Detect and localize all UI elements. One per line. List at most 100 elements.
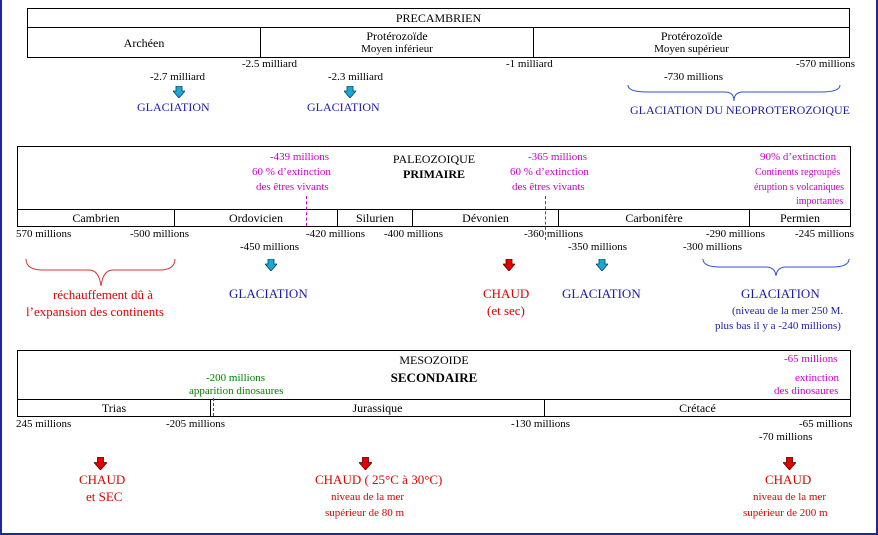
dino-appear-date: -200 millions [206, 372, 265, 384]
date-label: -400 millions [384, 228, 443, 240]
cell-proterozoide-inf-label: Protérozoïde [366, 29, 428, 43]
period-cambrien: Cambrien [18, 210, 175, 226]
glaciation-label: GLACIATION [741, 286, 820, 301]
period-silurien: Silurien [338, 210, 413, 226]
cell-proterozoide-inf-sub: Moyen inférieur [361, 43, 433, 55]
period-permien: Permien [750, 210, 850, 226]
glaciation-label: GLACIATION [229, 286, 308, 301]
period-label: Dévonien [462, 211, 509, 225]
extinction-date: -365 millions [528, 151, 587, 163]
period-label: Cambrien [72, 211, 120, 225]
down-arrow-icon [265, 259, 277, 271]
date-label: -570 millions [796, 58, 855, 70]
date-label: -1 milliard [506, 58, 553, 70]
down-arrow-icon [173, 86, 185, 98]
cell-proterozoide-sup-label: Protérozoïde [660, 29, 723, 43]
period-trias: Trias [18, 400, 211, 416]
extinction-text: des êtres vivants [512, 181, 585, 193]
date-label: -360 millions [524, 228, 583, 240]
sea-level-text: supérieur de 200 m [743, 507, 828, 519]
date-label: -290 millions [706, 228, 765, 240]
down-arrow-icon [94, 457, 107, 470]
date-label: -420 millions [306, 228, 365, 240]
cell-archeen-label: Archéen [123, 36, 165, 50]
sea-level-text: (niveau de la mer 250 M. [732, 305, 844, 317]
mesozoide-header-box: MESOZOIDE SECONDAIRE [17, 350, 851, 400]
chaud-sub: (et sec) [487, 303, 525, 318]
date-label: -2.5 milliard [242, 58, 297, 70]
period-label: Crétacé [679, 401, 716, 415]
sea-level-text: niveau de la mer [753, 491, 826, 503]
period-cretace: Crétacé [545, 400, 850, 416]
date-label: -350 millions [568, 241, 627, 253]
date-label: 245 millions [16, 418, 72, 430]
period-label: Jurassique [352, 401, 403, 415]
glaciation-label: GLACIATION [307, 100, 380, 114]
mesozoide-title: MESOZOIDE [399, 353, 469, 367]
extinction-text: importantes [796, 196, 844, 207]
down-arrow-icon [596, 259, 608, 271]
period-label: Trias [101, 401, 127, 415]
period-devonien: Dévonien [413, 210, 559, 226]
down-arrow-icon [783, 457, 796, 470]
marker-line [545, 196, 546, 240]
sea-level-text: supérieur de 80 m [325, 507, 405, 519]
extinction-text: éruption s volcaniques [754, 182, 844, 193]
extinction-text: des êtres vivants [256, 181, 329, 193]
precambrien-cells: Archéen Protérozoïde Moyen inférieur Pro… [27, 27, 850, 58]
warming-text: l’expansion des continents [26, 304, 164, 319]
chaud-label: CHAUD [765, 472, 812, 487]
period-label: Silurien [356, 211, 394, 225]
extinction-date: -439 millions [270, 151, 329, 163]
curly-brace-icon [627, 84, 841, 102]
date-label: -65 millions [799, 418, 853, 430]
chaud-label: CHAUD ( 25°C à 30°C) [315, 472, 443, 487]
date-label: -205 millions [166, 418, 225, 430]
period-jurassique: Jurassique [211, 400, 545, 416]
extinction-text: Continents regroupés [755, 167, 841, 178]
extinction-text: 90% d’extinction [760, 151, 837, 163]
date-label: -130 millions [511, 418, 570, 430]
chaud-label: CHAUD [79, 472, 126, 487]
period-ordovicien: Ordovicien [175, 210, 338, 226]
precambrien-title-box: PRECAMBRIEN [27, 8, 850, 28]
period-label: Permien [780, 211, 820, 225]
dino-ext-text: des dinosaures [774, 385, 839, 397]
dino-ext-text: extinction [795, 372, 839, 384]
date-label: -245 millions [795, 228, 854, 240]
date-label: 570 millions [16, 228, 72, 240]
date-label: -300 millions [683, 241, 742, 253]
paleozoique-periods: Cambrien Ordovicien Silurien Dévonien Ca… [17, 209, 851, 227]
date-label: -2.7 milliard [150, 71, 205, 83]
mesozoide-subtitle: SECONDAIRE [390, 370, 478, 385]
chaud-label: CHAUD [483, 286, 530, 301]
mesozoide-periods: Trias Jurassique Crétacé [17, 399, 851, 417]
period-label: Carbonifère [625, 211, 683, 225]
marker-line [213, 398, 214, 416]
chaud-sub: et SEC [86, 489, 123, 504]
down-arrow-icon [344, 86, 356, 98]
warming-text: réchauffement dû à [52, 287, 154, 302]
date-label: -450 millions [240, 241, 299, 253]
cell-archeen: Archéen [28, 28, 261, 57]
glaciation-label: GLACIATION [137, 100, 210, 114]
cell-proterozoide-sup: Protérozoïde Moyen supérieur [534, 28, 849, 57]
cell-proterozoide-inf: Protérozoïde Moyen inférieur [261, 28, 534, 57]
date-label: -500 millions [130, 228, 189, 240]
date-label: -730 millions [664, 71, 723, 83]
extinction-text: 60 % d’extinction [252, 166, 331, 178]
marker-line [306, 196, 307, 226]
cell-proterozoide-sup-sub: Moyen supérieur [654, 43, 729, 55]
paleozoique-header-box: PALEOZOIQUE PRIMAIRE [17, 146, 851, 210]
glaciation-label: GLACIATION DU NEOPROTEROZOIQUE [630, 103, 850, 117]
period-label: Ordovicien [229, 211, 283, 225]
extinction-text: 60 % d’extinction [510, 166, 589, 178]
curly-brace-icon [25, 258, 176, 287]
precambrien-title: PRECAMBRIEN [395, 11, 482, 25]
date-label: -70 millions [759, 431, 813, 443]
dino-appear-text: apparition dinosaures [189, 385, 284, 397]
paleozoique-subtitle: PRIMAIRE [403, 167, 465, 181]
sea-level-text: niveau de la mer [331, 491, 404, 503]
date-label: -2.3 milliard [328, 71, 383, 83]
down-arrow-icon [359, 457, 372, 470]
